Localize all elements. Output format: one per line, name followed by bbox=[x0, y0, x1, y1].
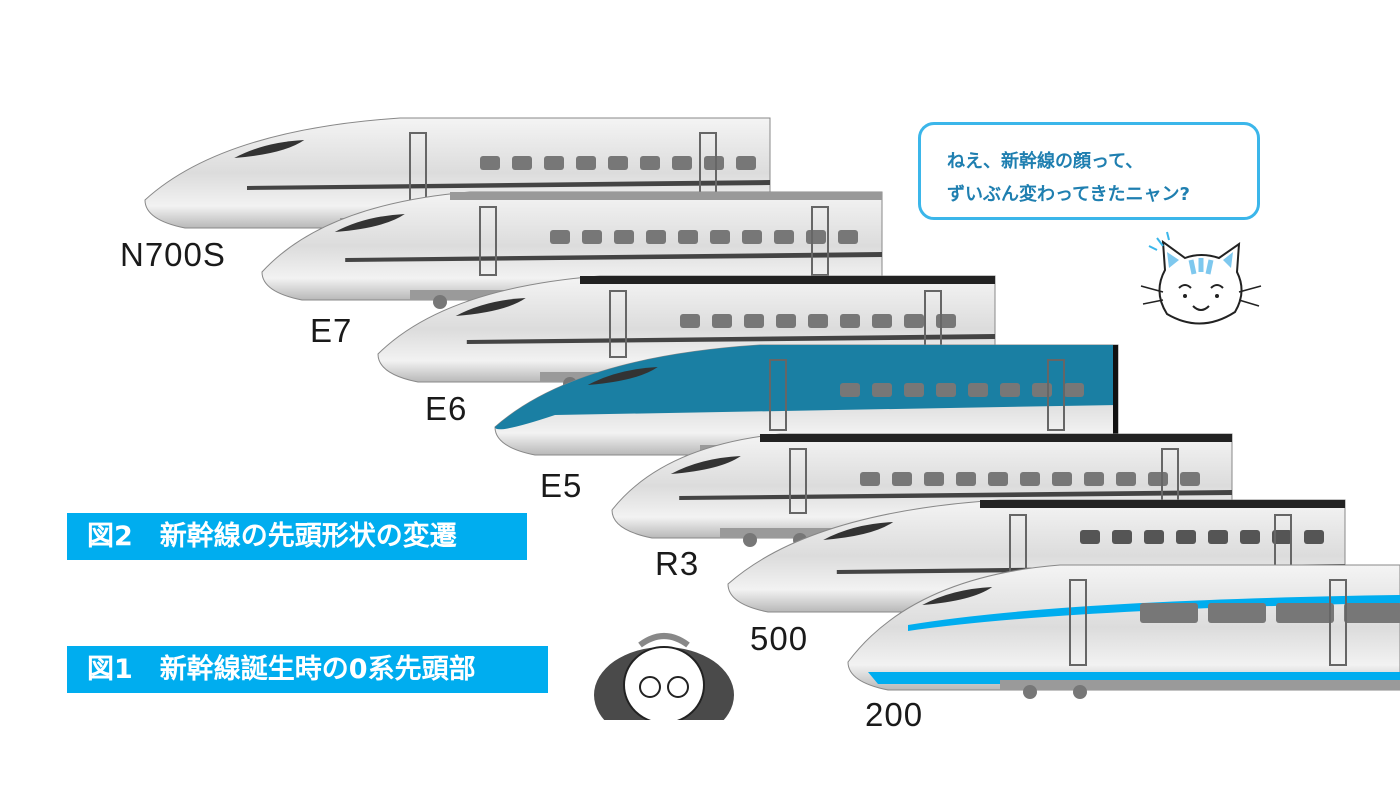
cab-window bbox=[587, 367, 658, 385]
speech-line-2: ずいぶん変わってきたニャン? bbox=[947, 184, 1191, 205]
passenger-window bbox=[1052, 472, 1072, 486]
wheel bbox=[743, 533, 757, 547]
passenger-window bbox=[1020, 472, 1040, 486]
passenger-window bbox=[924, 472, 944, 486]
passenger-window bbox=[744, 314, 764, 328]
passenger-window bbox=[736, 156, 756, 170]
passenger-window bbox=[838, 230, 858, 244]
cab-window bbox=[823, 522, 894, 540]
passenger-window bbox=[1176, 530, 1196, 544]
passenger-window bbox=[872, 383, 892, 397]
door bbox=[769, 359, 787, 431]
passenger-window bbox=[742, 230, 762, 244]
passenger-window bbox=[672, 156, 692, 170]
passenger-window bbox=[576, 156, 596, 170]
passenger-window bbox=[1208, 530, 1228, 544]
passenger-window bbox=[1344, 603, 1400, 623]
passenger-window bbox=[512, 156, 532, 170]
speech-bubble: ねえ、新幹線の顔って、 ずいぶん変わってきたニャン? bbox=[918, 122, 1260, 220]
train-label-500: 500 bbox=[750, 620, 809, 657]
passenger-window bbox=[1064, 383, 1084, 397]
passenger-window bbox=[710, 230, 730, 244]
train-label-e7: E7 bbox=[310, 312, 353, 349]
passenger-window bbox=[1144, 530, 1164, 544]
passenger-window bbox=[646, 230, 666, 244]
passenger-window bbox=[1240, 530, 1260, 544]
train-label-200: 200 bbox=[865, 696, 924, 733]
passenger-window bbox=[712, 314, 732, 328]
wheel bbox=[433, 295, 447, 309]
passenger-window bbox=[806, 230, 826, 244]
cab-window bbox=[922, 587, 993, 605]
door bbox=[609, 290, 627, 358]
cab-window bbox=[455, 298, 526, 316]
passenger-window bbox=[808, 314, 828, 328]
passenger-window bbox=[678, 230, 698, 244]
door bbox=[789, 448, 807, 514]
passenger-window bbox=[776, 314, 796, 328]
passenger-window bbox=[544, 156, 564, 170]
cat-mascot-icon bbox=[1140, 231, 1262, 325]
cab-window bbox=[670, 456, 741, 474]
passenger-window bbox=[892, 472, 912, 486]
door bbox=[811, 206, 829, 276]
passenger-window bbox=[956, 472, 976, 486]
passenger-window bbox=[1140, 603, 1198, 623]
passenger-window bbox=[1272, 530, 1292, 544]
train-label-e6: E6 bbox=[425, 390, 468, 427]
door bbox=[479, 206, 497, 276]
passenger-window bbox=[550, 230, 570, 244]
passenger-window bbox=[968, 383, 988, 397]
wheel bbox=[1073, 685, 1087, 699]
train-e5 bbox=[494, 344, 1119, 464]
train-label-n700s: N700S bbox=[120, 236, 226, 273]
speech-line-1: ねえ、新幹線の顔って、 bbox=[947, 151, 1144, 172]
passenger-window bbox=[614, 230, 634, 244]
passenger-window bbox=[640, 156, 660, 170]
passenger-window bbox=[936, 383, 956, 397]
door bbox=[1329, 579, 1347, 666]
passenger-window bbox=[1116, 472, 1136, 486]
passenger-window bbox=[680, 314, 700, 328]
train-label-r3: R3 bbox=[655, 545, 700, 582]
passenger-window bbox=[1276, 603, 1334, 623]
cab-window bbox=[234, 140, 305, 158]
train-label-e5: E5 bbox=[540, 467, 583, 504]
passenger-window bbox=[988, 472, 1008, 486]
passenger-window bbox=[1148, 472, 1168, 486]
passenger-window bbox=[936, 314, 956, 328]
passenger-window bbox=[840, 383, 860, 397]
wheel bbox=[1023, 685, 1037, 699]
passenger-window bbox=[904, 383, 924, 397]
passenger-window bbox=[1112, 530, 1132, 544]
train-body bbox=[261, 191, 883, 301]
passenger-window bbox=[704, 156, 724, 170]
door bbox=[1047, 359, 1065, 431]
passenger-window bbox=[1080, 530, 1100, 544]
passenger-window bbox=[1084, 472, 1104, 486]
passenger-window bbox=[480, 156, 500, 170]
passenger-window bbox=[1208, 603, 1266, 623]
passenger-window bbox=[608, 156, 628, 170]
passenger-window bbox=[840, 314, 860, 328]
passenger-window bbox=[1180, 472, 1200, 486]
professor-mascot-icon bbox=[594, 633, 734, 720]
figure-2-caption: 図2 新幹線の先頭形状の変遷 bbox=[67, 513, 527, 560]
train-200 bbox=[847, 564, 1400, 699]
passenger-window bbox=[904, 314, 924, 328]
passenger-window bbox=[860, 472, 880, 486]
passenger-window bbox=[774, 230, 794, 244]
train-body bbox=[847, 564, 1400, 691]
green-livery bbox=[495, 345, 1118, 430]
cab-window bbox=[334, 214, 405, 232]
passenger-window bbox=[1000, 383, 1020, 397]
passenger-window bbox=[1304, 530, 1324, 544]
door bbox=[1069, 579, 1087, 666]
passenger-window bbox=[872, 314, 892, 328]
passenger-window bbox=[582, 230, 602, 244]
figure-1-caption: 図1 新幹線誕生時の0系先頭部 bbox=[67, 646, 548, 693]
